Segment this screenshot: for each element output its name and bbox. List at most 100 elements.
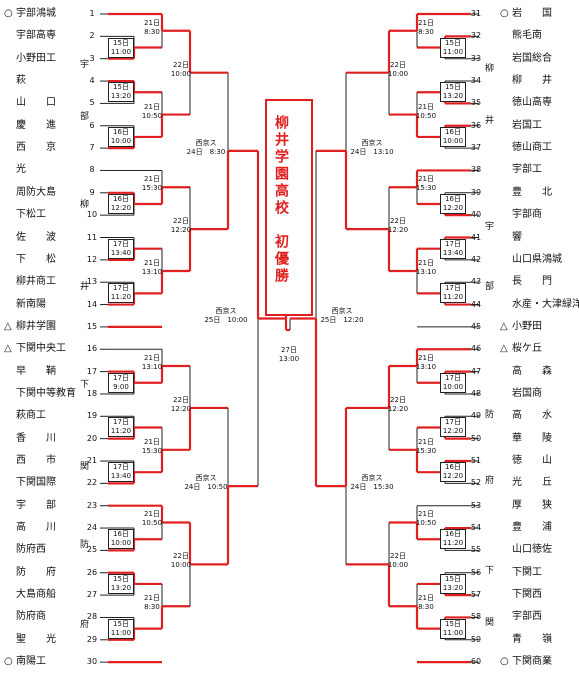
left-seed-number: 13 xyxy=(86,277,98,287)
left-seed-number: 23 xyxy=(86,500,98,510)
left-seed-number: 26 xyxy=(86,567,98,577)
r2-date: 21日 xyxy=(418,102,434,111)
left-seed-number: 18 xyxy=(86,388,98,398)
r3-date: 22日 xyxy=(173,552,189,561)
r1-date: 15日 xyxy=(445,619,461,628)
left-seed-number: 2 xyxy=(89,31,95,41)
r2-date: 21日 xyxy=(144,175,160,184)
r1-date: 15日 xyxy=(445,38,461,47)
left-seed-number: 6 xyxy=(89,120,95,130)
left-team-mark: ○ xyxy=(4,656,13,668)
right-region-label: 府 xyxy=(485,476,495,486)
left-team-name: 防府商 xyxy=(16,611,46,623)
right-seed-number: 58 xyxy=(470,612,482,622)
left-team-name: 防府西 xyxy=(16,544,46,556)
r2-date: 21日 xyxy=(418,18,434,27)
r3-time: 12:20 xyxy=(387,226,409,235)
left-team-name: 下関中等教育 xyxy=(16,387,76,399)
left-region-label: 府 xyxy=(80,620,90,630)
r1-date: 17日 xyxy=(113,284,129,293)
right-seed-number: 53 xyxy=(470,500,482,510)
right-seed-number: 42 xyxy=(470,254,482,264)
right-seed-number: 44 xyxy=(470,299,482,309)
left-seed-number: 21 xyxy=(86,456,98,465)
r2-date: 21日 xyxy=(418,354,434,362)
r1-date: 17日 xyxy=(113,239,129,248)
right-team-name: 厚 狭 xyxy=(512,499,552,511)
r3-date: 22日 xyxy=(390,395,406,404)
r1-time: 11:00 xyxy=(110,628,132,637)
left-team-name: 下 松 xyxy=(16,253,56,265)
right-team-name: 青 嶺 xyxy=(512,633,552,645)
right-seed-number: 33 xyxy=(470,53,482,63)
r2-time: 13:10 xyxy=(415,268,437,277)
right-team-name: 宇部西 xyxy=(512,611,542,623)
right-team-name: 小野田 xyxy=(512,320,542,332)
right-team-name: 岩国工 xyxy=(512,119,542,131)
r2-date: 21日 xyxy=(144,510,160,519)
right-seed-number: 48 xyxy=(470,388,482,398)
right-seed-number: 37 xyxy=(470,143,482,153)
left-region-label: 宇 xyxy=(80,60,90,70)
r1-time: 10:00 xyxy=(110,539,132,548)
r3-time: 10:00 xyxy=(387,69,409,78)
left-region-label: 防 xyxy=(80,540,90,550)
left-team-name: 南陽工 xyxy=(16,656,46,668)
r1-date: 15日 xyxy=(113,619,129,628)
r2-date: 21日 xyxy=(144,437,160,446)
r2-time: 10:50 xyxy=(415,111,437,120)
left-seed-number: 4 xyxy=(89,76,95,86)
left-team-name: 下関中央工 xyxy=(16,343,66,355)
r2-date: 21日 xyxy=(144,354,160,362)
r3-time: 10:00 xyxy=(387,561,409,570)
r1-time: 13:40 xyxy=(110,248,132,257)
right-seed-number: 34 xyxy=(470,76,482,86)
r1-time: 11:00 xyxy=(442,47,464,56)
left-team-name: 防 府 xyxy=(16,566,56,578)
r1-date: 17日 xyxy=(445,373,461,382)
left-team-name: 下関国際 xyxy=(16,477,56,489)
left-seed-number: 11 xyxy=(86,232,98,242)
right-region-label: 部 xyxy=(485,282,495,292)
r1-time: 13:20 xyxy=(110,92,132,101)
left-team-name: 早 鞆 xyxy=(16,365,56,377)
r1-date: 16日 xyxy=(113,194,129,203)
right-team-name: 下関工 xyxy=(512,566,542,578)
r2-date: 21日 xyxy=(418,594,434,603)
left-seed-number: 30 xyxy=(86,657,98,667)
right-team-name: 華 陵 xyxy=(512,432,552,444)
r1-date: 15日 xyxy=(445,83,461,92)
left-seed-number: 7 xyxy=(89,143,95,153)
left-seed-number: 27 xyxy=(86,590,98,600)
r2-time: 15:30 xyxy=(141,184,163,193)
right-seed-number: 55 xyxy=(470,545,482,555)
r1-date: 16日 xyxy=(113,127,129,136)
left-team-name: 新南陽 xyxy=(16,298,46,310)
r1-date: 15日 xyxy=(445,574,461,583)
right-region-label: 防 xyxy=(485,410,495,420)
right-seed-number: 56 xyxy=(470,567,482,577)
r1-time: 13:20 xyxy=(442,92,464,101)
r1-date: 17日 xyxy=(113,373,129,382)
left-team-mark: ○ xyxy=(4,8,13,19)
left-team-name: 聖 光 xyxy=(16,633,56,645)
r2-time: 13:10 xyxy=(141,363,163,371)
left-seed-number: 20 xyxy=(86,433,98,443)
r2-date: 21日 xyxy=(418,259,434,268)
r1-time: 9:00 xyxy=(113,382,129,391)
right-team-name: 宇部商 xyxy=(512,209,542,221)
left-team-name: 下松工 xyxy=(16,209,46,221)
left-seed-number: 29 xyxy=(86,634,98,644)
r1-date: 17日 xyxy=(113,418,129,427)
left-seed-number: 19 xyxy=(86,411,98,421)
right-seed-number: 52 xyxy=(470,478,482,488)
right-team-name: 長 門 xyxy=(512,276,552,288)
r1-date: 16日 xyxy=(113,530,129,539)
left-region-label: 関 xyxy=(80,462,90,472)
right-seed-number: 46 xyxy=(470,344,482,354)
left-team-name: 周防大島 xyxy=(16,186,56,198)
sf-venue: 西京ス xyxy=(215,306,237,315)
